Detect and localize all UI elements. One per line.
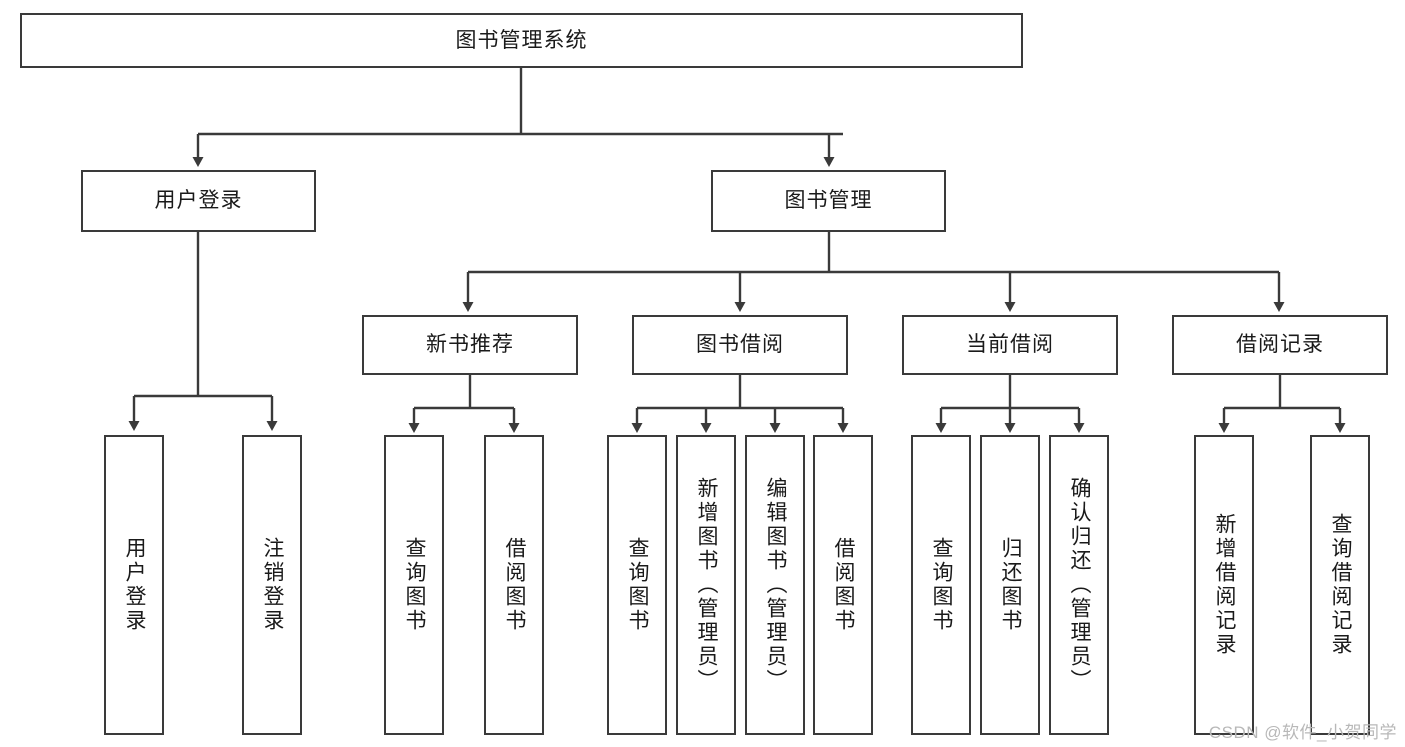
node-label: 借阅图书 <box>832 537 856 633</box>
node-label: 图书借阅 <box>696 333 784 357</box>
node-label: 确认归还（管理员） <box>1068 477 1092 693</box>
node-root-book-management-system[interactable]: 图书管理系统 <box>20 13 1023 68</box>
leaf-current-borrow-query-book[interactable]: 查询图书 <box>911 435 971 735</box>
node-label: 查询图书 <box>930 537 954 633</box>
node-label: 图书管理 <box>784 189 873 213</box>
node-label: 图书管理系统 <box>455 28 588 52</box>
node-label: 编辑图书（管理员） <box>764 477 788 693</box>
node-book-management[interactable]: 图书管理 <box>711 170 946 232</box>
node-label: 借阅图书 <box>503 537 527 633</box>
leaf-book-borrow-edit-book-admin[interactable]: 编辑图书（管理员） <box>745 435 805 735</box>
leaf-book-borrow-query-book[interactable]: 查询图书 <box>607 435 667 735</box>
node-borrow-record[interactable]: 借阅记录 <box>1172 315 1388 375</box>
csdn-watermark: CSDN @软件_小贺同学 <box>1208 723 1397 742</box>
node-label: 用户登录 <box>123 537 147 633</box>
leaf-user-login-login[interactable]: 用户登录 <box>104 435 164 735</box>
leaf-current-borrow-return-book[interactable]: 归还图书 <box>980 435 1040 735</box>
node-current-borrow[interactable]: 当前借阅 <box>902 315 1118 375</box>
node-label: 新增图书（管理员） <box>695 477 719 693</box>
leaf-user-login-logout[interactable]: 注销登录 <box>242 435 302 735</box>
node-label: 查询图书 <box>626 537 650 633</box>
leaf-book-borrow-add-book-admin[interactable]: 新增图书（管理员） <box>676 435 736 735</box>
node-label: 注销登录 <box>261 537 285 633</box>
node-label: 当前借阅 <box>966 333 1054 357</box>
leaf-new-book-borrow-book[interactable]: 借阅图书 <box>484 435 544 735</box>
node-book-borrow[interactable]: 图书借阅 <box>632 315 848 375</box>
node-user-login[interactable]: 用户登录 <box>81 170 316 232</box>
leaf-current-borrow-confirm-return-admin[interactable]: 确认归还（管理员） <box>1049 435 1109 735</box>
node-label: 查询图书 <box>403 537 427 633</box>
node-label: 新书推荐 <box>426 333 514 357</box>
node-label: 归还图书 <box>999 537 1023 633</box>
leaf-borrow-record-query-record[interactable]: 查询借阅记录 <box>1310 435 1370 735</box>
node-label: 查询借阅记录 <box>1329 513 1353 657</box>
leaf-new-book-query-book[interactable]: 查询图书 <box>384 435 444 735</box>
node-label: 借阅记录 <box>1236 333 1324 357</box>
leaf-borrow-record-add-record[interactable]: 新增借阅记录 <box>1194 435 1254 735</box>
node-new-book-recommend[interactable]: 新书推荐 <box>362 315 578 375</box>
node-label: 用户登录 <box>154 189 243 213</box>
leaf-book-borrow-borrow-book[interactable]: 借阅图书 <box>813 435 873 735</box>
node-label: 新增借阅记录 <box>1213 513 1237 657</box>
